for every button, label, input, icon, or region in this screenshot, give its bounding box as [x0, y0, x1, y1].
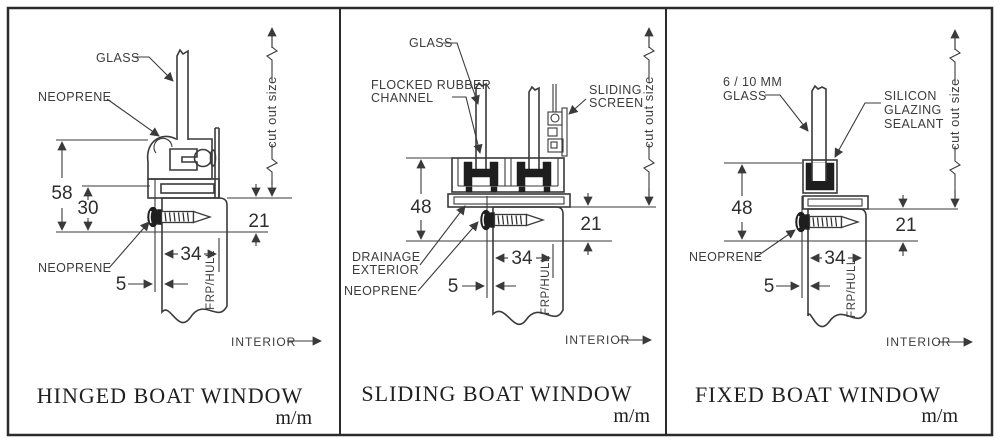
screw-fastener: [479, 209, 544, 231]
dim-58: 58: [51, 141, 73, 231]
svg-text:5: 5: [764, 276, 775, 297]
cut-out-size-dim: cut out size: [264, 27, 279, 197]
frame-flange: [802, 195, 869, 210]
glass-leader: [133, 56, 174, 82]
glass-leader: [765, 94, 809, 132]
sealant-label-3: SEALANT: [884, 117, 944, 131]
dim-21: 21: [895, 195, 917, 256]
dim-34: 34: [164, 244, 217, 265]
figure-border: [6, 6, 994, 437]
panel-title: SLIDING BOAT WINDOW: [361, 381, 632, 406]
flocked-rubber-label-1: FLOCKED RUBBER: [371, 78, 491, 92]
sealant-channel: [802, 159, 838, 194]
extension-lines: [56, 139, 292, 272]
sliding-screen-leader: [568, 98, 587, 115]
interior-label: INTERIOR: [565, 333, 630, 347]
extension-lines: [406, 157, 656, 278]
neoprene-leader: [417, 221, 479, 292]
dim-5: 5: [764, 276, 830, 297]
cut-out-size-dim: cut out size: [947, 29, 962, 208]
neoprene-label: NEOPRENE: [689, 250, 762, 264]
neoprene-top-label: NEOPRENE: [38, 90, 111, 104]
extension-lines: [724, 162, 958, 242]
glass-leader: [443, 42, 480, 105]
frp-hull-label: FRP/HULL: [540, 255, 552, 315]
panel-sliding: FRP/HULL 48 21 34: [344, 27, 656, 427]
glass-label-1: 6 / 10 MM: [723, 75, 782, 89]
svg-text:34: 34: [824, 248, 846, 269]
flocked-rubber-leader: [452, 96, 483, 154]
svg-text:21: 21: [580, 214, 601, 235]
svg-text:34: 34: [180, 244, 202, 265]
svg-text:48: 48: [731, 198, 752, 219]
hull: FRP/HULL: [486, 196, 564, 326]
units-label: m/m: [921, 405, 958, 427]
glass-pane-2: [528, 85, 540, 171]
glass-label-2: GLASS: [723, 89, 767, 103]
hull: FRP/HULL: [801, 196, 867, 328]
svg-text:21: 21: [248, 211, 269, 232]
sliding-screen-label-1: SLIDING: [589, 83, 642, 97]
units-label: m/m: [275, 407, 312, 429]
svg-text:34: 34: [511, 248, 533, 269]
panel-hinged: FRP/HULL 58 30 21: [37, 27, 322, 429]
neoprene-top-leader: [106, 98, 160, 137]
svg-text:58: 58: [51, 183, 72, 204]
glass-label: GLASS: [96, 51, 140, 65]
dim-5: 5: [116, 274, 188, 295]
svg-text:5: 5: [116, 274, 127, 295]
neoprene-label: NEOPRENE: [344, 284, 417, 298]
glass-pane: [176, 48, 189, 140]
drainage-label-1: DRAINAGE: [352, 250, 421, 264]
glass-label: GLASS: [409, 36, 453, 50]
sliding-screen-label-2: SCREEN: [589, 96, 644, 110]
interior-label: INTERIOR: [886, 335, 951, 349]
dim-48: 48: [410, 159, 432, 240]
dim-34: 34: [495, 248, 551, 269]
frp-hull-label: FRP/HULL: [846, 258, 858, 318]
flocked-rubber-label-2: CHANNEL: [371, 91, 434, 105]
sealant-leader: [834, 102, 881, 158]
panel-title: HINGED BOAT WINDOW: [37, 383, 304, 408]
dim-21: 21: [248, 184, 270, 246]
neoprene-bottom-label: NEOPRENE: [38, 261, 111, 275]
neoprene-bottom-leader: [108, 221, 150, 269]
panel-title: FIXED BOAT WINDOW: [695, 382, 941, 407]
sealant-label-2: GLAZING: [884, 103, 942, 117]
frp-hull-label: FRP/HULL: [205, 250, 217, 310]
neoprene-leader: [755, 229, 796, 258]
svg-text:cut out size: cut out size: [947, 78, 962, 150]
svg-text:21: 21: [895, 215, 916, 236]
dim-5: 5: [448, 276, 516, 297]
hinged-frame-profile: [146, 127, 220, 199]
sealant-label-1: SILICON: [884, 89, 937, 103]
dim-48: 48: [731, 164, 753, 240]
hull: FRP/HULL: [154, 179, 228, 324]
units-label: m/m: [613, 405, 650, 427]
svg-text:cut out size: cut out size: [641, 76, 656, 148]
drainage-leader: [419, 205, 466, 266]
dim-21: 21: [580, 193, 602, 255]
dim-30: 30: [77, 187, 99, 231]
panel-fixed: FRP/HULL 48 21 34: [689, 29, 973, 427]
sliding-channel: [451, 157, 565, 193]
svg-text:5: 5: [448, 276, 459, 297]
svg-text:cut out size: cut out size: [264, 76, 279, 148]
drainage-flange: [447, 193, 571, 208]
cut-out-size-dim: cut out size: [641, 27, 656, 206]
screw-fastener: [146, 206, 211, 228]
svg-text:48: 48: [410, 197, 431, 218]
dim-34: 34: [810, 248, 862, 269]
drainage-label-2: EXTERIOR: [352, 263, 419, 277]
glass-pane: [811, 84, 827, 181]
screw-fastener: [794, 211, 859, 233]
sliding-screen-assembly: [547, 84, 568, 157]
interior-label: INTERIOR: [231, 335, 296, 349]
svg-text:30: 30: [77, 198, 98, 219]
